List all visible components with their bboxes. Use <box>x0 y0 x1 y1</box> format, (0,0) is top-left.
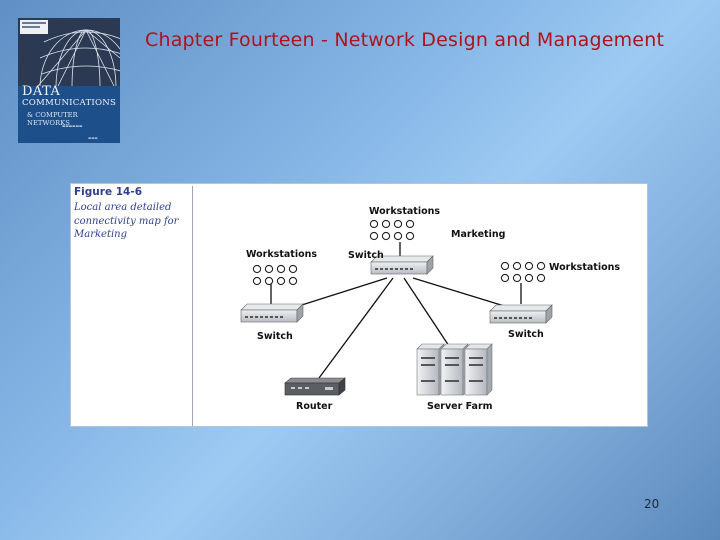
globe-wireframe-icon <box>18 18 120 143</box>
label-workstations-top: Workstations <box>369 206 440 217</box>
link-center-to-right-switch <box>412 277 512 309</box>
caption-line-1: Local area detailed <box>74 202 172 213</box>
label-switch-right: Switch <box>508 329 544 340</box>
book-title-line-1: DATA <box>22 84 61 99</box>
label-workstations-right: Workstations <box>549 262 620 273</box>
workstation-icon <box>276 276 286 286</box>
workstation-icon <box>288 276 298 286</box>
switch-center-icon <box>370 255 434 275</box>
switch-right-icon <box>489 304 553 324</box>
workstation-icon <box>500 261 510 271</box>
workstation-icon <box>264 264 274 274</box>
switch-left-icon <box>240 303 304 323</box>
workstation-icon <box>524 261 534 271</box>
book-title-line-2: COMMUNICATIONS <box>22 98 117 108</box>
label-server-farm: Server Farm <box>427 401 493 412</box>
workstation-icon <box>512 261 522 271</box>
link-center-to-router <box>318 277 394 379</box>
workstation-icon <box>393 219 403 229</box>
workstation-icon <box>524 273 534 283</box>
label-switch-center: Switch <box>348 250 384 261</box>
workstation-icon <box>512 273 522 283</box>
workstation-icon <box>381 231 391 241</box>
network-diagram: Workstations Marketing Workstations Swit… <box>240 206 620 412</box>
slide-title: Chapter Fourteen - Network Design and Ma… <box>145 29 665 51</box>
link-center-to-server-farm <box>403 277 450 347</box>
workstations-left-group <box>252 264 298 286</box>
book-cover-fineprint: ▬▬▬▬▬▬ <box>62 124 83 128</box>
workstation-icon <box>369 231 379 241</box>
book-title-line-3: & COMPUTER NETWORKS <box>27 111 78 127</box>
workstation-icon <box>536 261 546 271</box>
caption-line-2: connectivity map for <box>74 215 179 227</box>
workstations-top-group <box>369 219 415 241</box>
server-tower-icon <box>464 343 493 396</box>
label-marketing: Marketing <box>451 229 505 240</box>
workstation-icon <box>500 273 510 283</box>
workstation-icon <box>536 273 546 283</box>
figure-caption: Local area detailed connectivity map for… <box>74 201 190 242</box>
figure-panel: Figure 14-6 Local area detailed connecti… <box>70 183 648 427</box>
figure-divider <box>192 186 193 426</box>
book-cover-fineprint-2: ▬▬▬ <box>88 136 98 140</box>
workstation-icon <box>264 276 274 286</box>
workstation-icon <box>252 276 262 286</box>
workstation-icon <box>369 219 379 229</box>
label-workstations-left: Workstations <box>246 249 317 260</box>
workstation-icon <box>288 264 298 274</box>
router-icon <box>284 377 346 396</box>
workstation-icon <box>393 231 403 241</box>
label-switch-left: Switch <box>257 331 293 342</box>
figure-label: Figure 14-6 <box>74 186 142 198</box>
server-tower-icon <box>440 343 469 396</box>
workstation-icon <box>405 231 415 241</box>
workstation-icon <box>405 219 415 229</box>
workstation-icon <box>252 264 262 274</box>
server-farm-icon <box>416 343 493 396</box>
page-number: 20 <box>644 497 660 511</box>
workstation-icon <box>381 219 391 229</box>
workstation-icon <box>276 264 286 274</box>
workstations-right-group <box>500 261 546 283</box>
label-router: Router <box>296 401 333 412</box>
caption-line-3: Marketing <box>74 229 128 240</box>
book-cover-image: DATA COMMUNICATIONS & COMPUTER NETWORKS … <box>18 18 120 143</box>
server-tower-icon <box>416 343 445 396</box>
book-cover-art <box>18 18 120 143</box>
